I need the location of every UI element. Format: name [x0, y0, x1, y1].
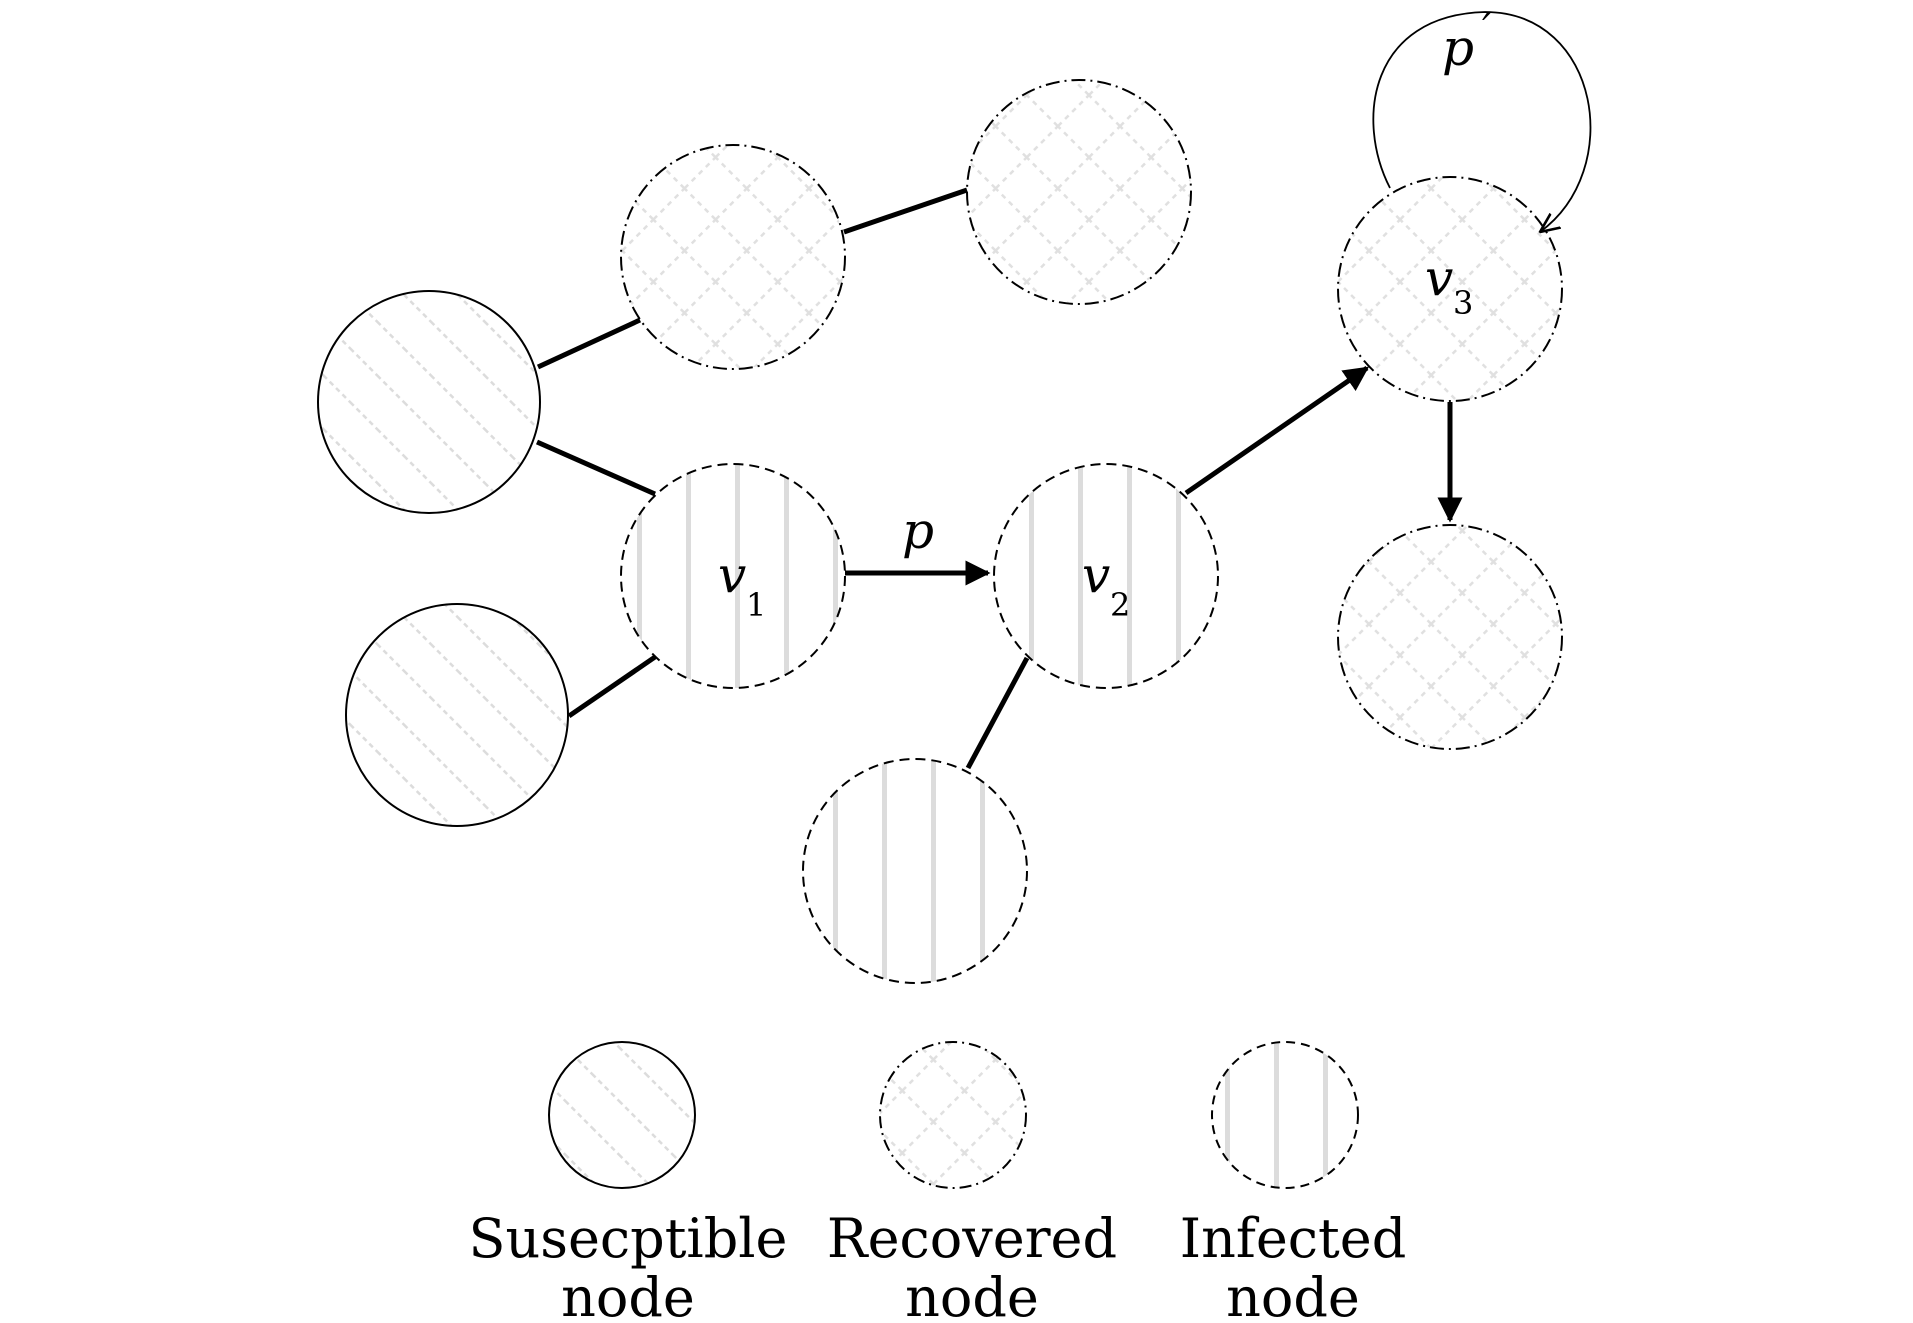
node-susceptible-2[interactable] [345, 603, 569, 827]
node-v2[interactable]: v 2 [993, 463, 1219, 689]
label-v2-subscript: 2 [1110, 586, 1130, 624]
legend-swatch-susceptible [548, 1041, 696, 1189]
legend: Susecptible node Recovered node Infected… [468, 1041, 1407, 1323]
node-infected-3[interactable] [802, 758, 1028, 984]
label-v3: v [1425, 249, 1453, 307]
self-loop-v3 [1372, 11, 1592, 232]
edge-s1-v1 [535, 439, 657, 497]
legend-item-susceptible: Susecptible node [468, 1041, 788, 1323]
label-v2: v [1082, 546, 1110, 604]
legend-item-infected: Infected node [1180, 1041, 1407, 1323]
legend-label-infected-line1: Infected [1180, 1207, 1407, 1270]
edges [535, 187, 1030, 770]
node-recovered-4[interactable] [1337, 524, 1563, 750]
label-v1: v [718, 546, 746, 604]
edge-label-p: p [902, 502, 934, 560]
legend-label-susceptible-line2: node [561, 1266, 695, 1323]
node-susceptible-1[interactable] [317, 290, 541, 514]
legend-label-susceptible-line1: Susecptible [468, 1207, 787, 1270]
nodes: v 1 v 2 v 3 [317, 79, 1563, 984]
edge-v2-i3 [965, 656, 1030, 770]
node-recovered-2[interactable] [966, 79, 1192, 305]
edge-label-p-prime: p [1442, 19, 1474, 77]
legend-label-recovered-line1: Recovered [827, 1207, 1117, 1270]
node-v1[interactable]: v 1 [620, 463, 846, 689]
node-v3[interactable]: v 3 [1337, 176, 1563, 402]
edge-s1-r1 [536, 317, 642, 370]
edge-v2-v3-arrow [1184, 365, 1370, 496]
node-recovered-1[interactable] [620, 144, 846, 370]
label-v3-subscript: 3 [1453, 284, 1473, 322]
label-v1-subscript: 1 [746, 586, 766, 624]
legend-item-recovered: Recovered node [827, 1041, 1117, 1323]
directed-edges [845, 11, 1592, 586]
legend-label-recovered-line2: node [905, 1266, 1039, 1323]
legend-label-infected-line2: node [1226, 1266, 1360, 1323]
edge-s2-v1 [567, 654, 657, 719]
edge-r1-r2 [843, 187, 968, 235]
edge-label-prime-mark: ′ [1482, 6, 1491, 52]
legend-swatch-infected [1211, 1041, 1359, 1189]
legend-swatch-recovered [879, 1041, 1027, 1189]
